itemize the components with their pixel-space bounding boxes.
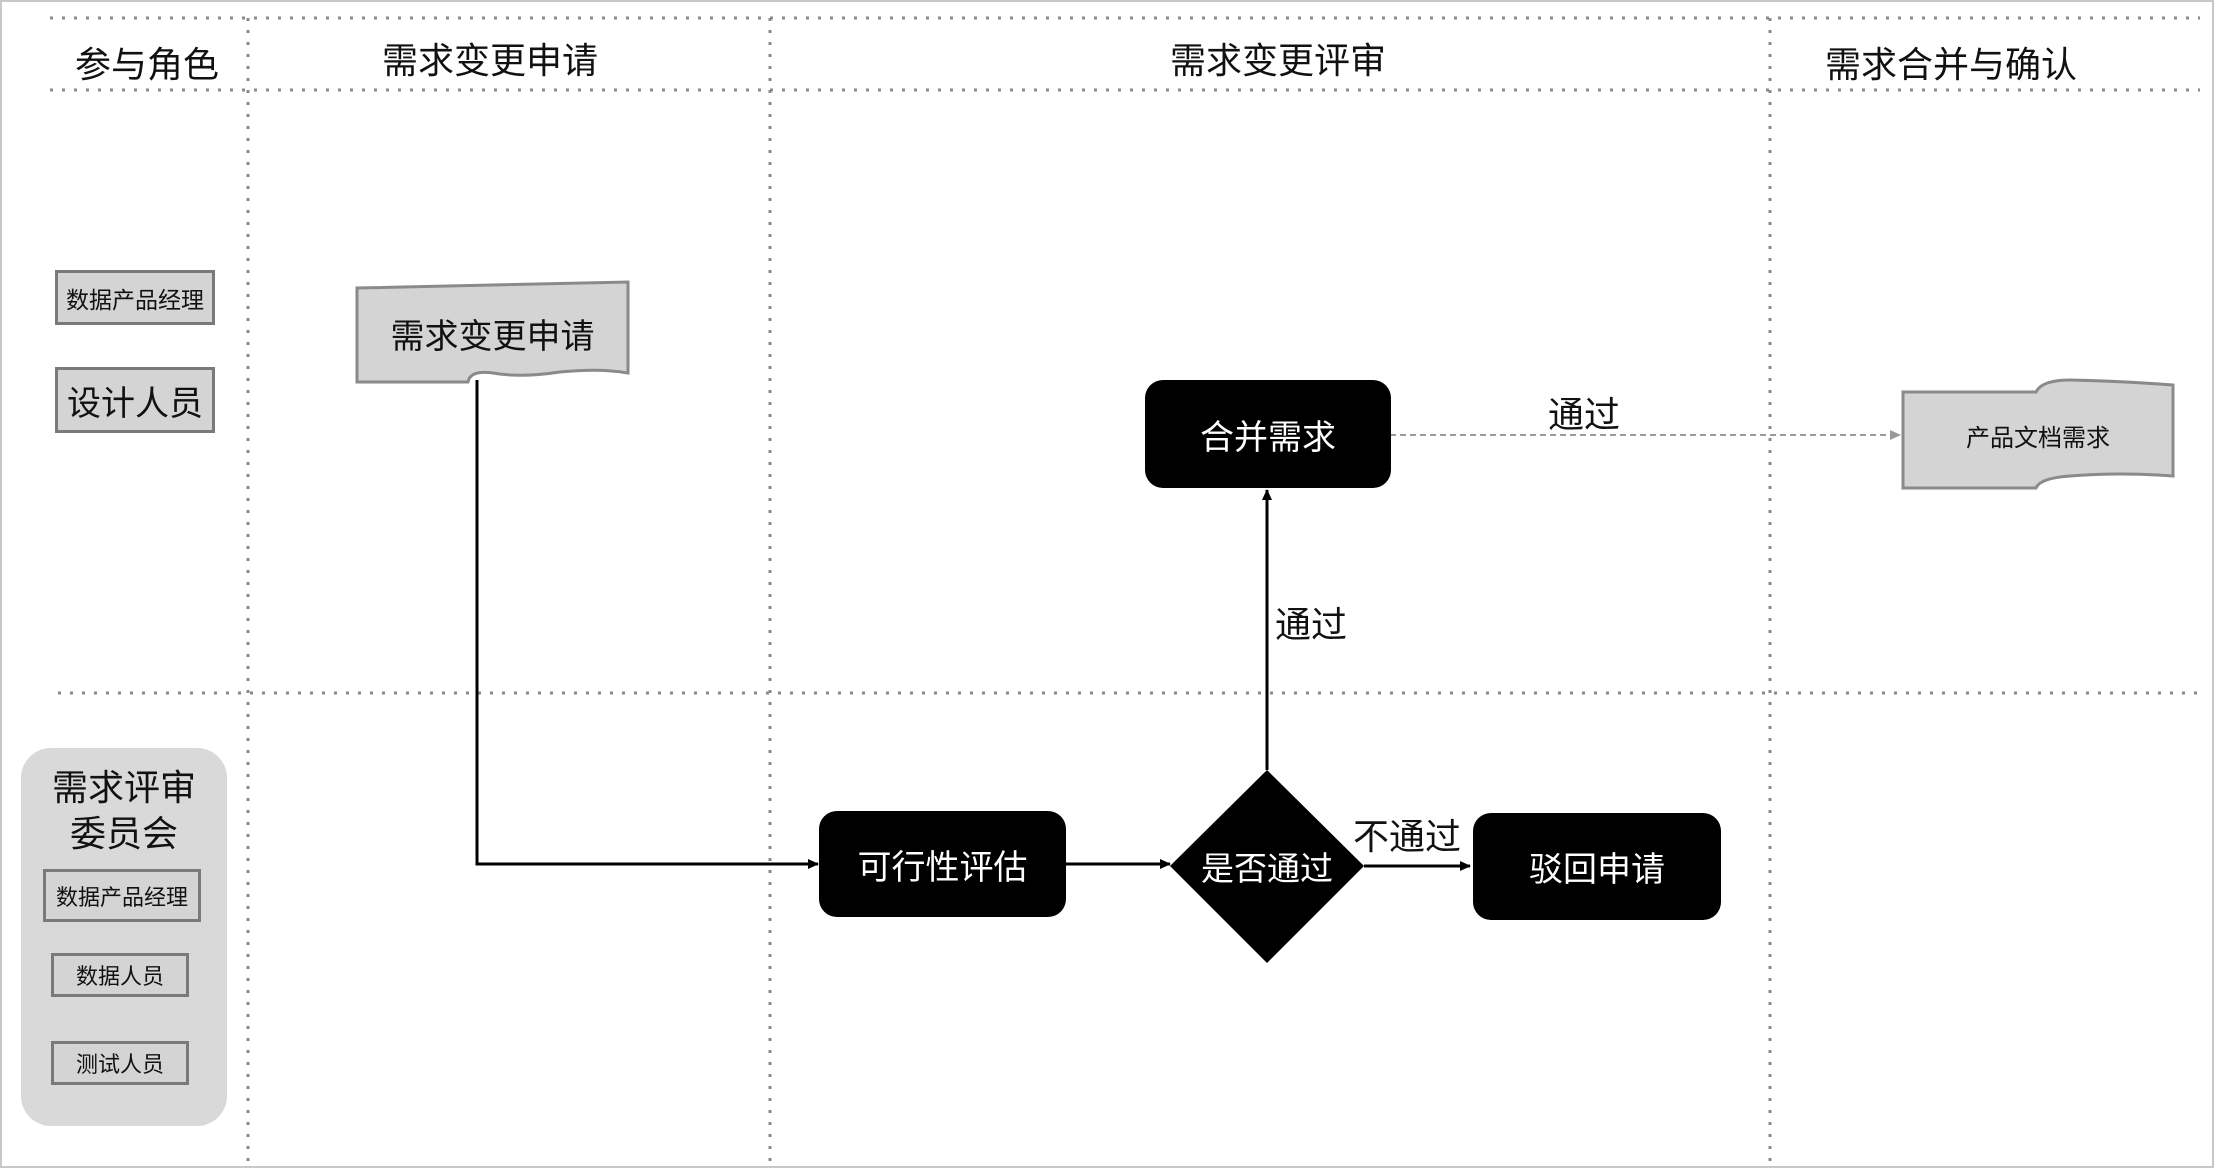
node-merge: 合并需求 (1145, 380, 1391, 488)
product-doc-shape (1901, 378, 2175, 490)
header-review: 需求变更评审 (1170, 41, 1387, 82)
committee-title-line2: 委员会 (69, 814, 178, 855)
node-feasibility: 可行性评估 (819, 811, 1066, 917)
node-apply-doc: 需求变更申请 (390, 316, 595, 357)
header-apply: 需求变更申请 (382, 41, 599, 82)
node-product-doc: 产品文档需求 (1966, 423, 2110, 452)
edge-label-pass-up: 通过 (1275, 605, 1348, 646)
edge-label-fail: 不通过 (1353, 817, 1462, 858)
committee-member-data-staff: 数据人员 (51, 953, 189, 997)
committee-member-tester: 测试人员 (51, 1041, 189, 1085)
edge-label-pass-right: 通过 (1548, 395, 1621, 436)
header-merge: 需求合并与确认 (1825, 45, 2078, 86)
node-decision: 是否通过 (1201, 849, 1333, 888)
decision-diamond-shape (1170, 770, 1364, 963)
committee-member-data-pm: 数据产品经理 (43, 869, 201, 922)
header-roles: 参与角色 (75, 45, 220, 86)
role-data-pm: 数据产品经理 (55, 270, 215, 325)
edge-apply-to-feasibility (475, 380, 819, 869)
apply-doc-shape (355, 280, 630, 384)
node-reject: 驳回申请 (1473, 813, 1721, 920)
committee-title-line1: 需求评审 (51, 768, 196, 809)
role-designer: 设计人员 (55, 367, 215, 433)
committee-title: 需求评审 委员会 (21, 766, 227, 858)
